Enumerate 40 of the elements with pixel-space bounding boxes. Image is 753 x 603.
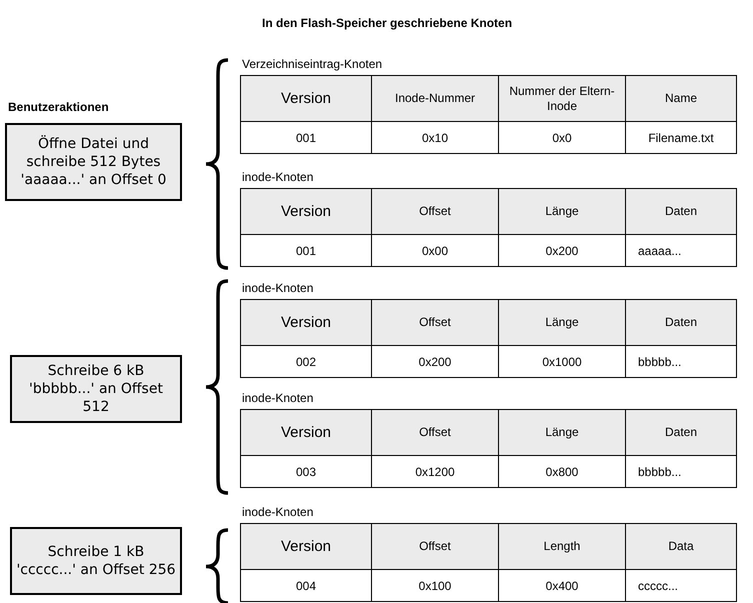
column-header: Inode-Nummer bbox=[371, 75, 499, 122]
table-cell: ccccc... bbox=[625, 569, 737, 602]
column-header: Länge bbox=[498, 299, 626, 346]
column-header: Offset bbox=[371, 188, 499, 235]
column-header: Daten bbox=[625, 409, 737, 456]
table-cell: 001 bbox=[240, 234, 372, 267]
column-header: Length bbox=[498, 523, 626, 570]
action-box: Schreibe 1 kB 'ccccc...' an Offset 256 bbox=[10, 527, 182, 595]
table-cell: bbbbb... bbox=[625, 455, 737, 488]
table-cell: 003 bbox=[240, 455, 372, 488]
title: In den Flash-Speicher geschriebene Knoten bbox=[262, 15, 512, 32]
column-header: Version bbox=[240, 409, 372, 456]
column-header: Name bbox=[625, 75, 737, 122]
column-header: Daten bbox=[625, 299, 737, 346]
column-header: Version bbox=[240, 75, 372, 122]
column-header: Nummer der Eltern-Inode bbox=[498, 75, 626, 122]
action-box: Öffne Datei und schreibe 512 Bytes 'aaaaa...' an Offset 0 bbox=[5, 123, 182, 201]
table-cell: Filename.txt bbox=[625, 121, 737, 154]
table-caption: inode-Knoten bbox=[242, 281, 314, 296]
column-header: Version bbox=[240, 188, 372, 235]
table-cell: 002 bbox=[240, 345, 372, 378]
column-header: Länge bbox=[498, 409, 626, 456]
table-caption: inode-Knoten bbox=[242, 170, 314, 185]
table-caption: inode-Knoten bbox=[242, 505, 314, 520]
column-header: Daten bbox=[625, 188, 737, 235]
column-header: Offset bbox=[371, 299, 499, 346]
table-cell: 001 bbox=[240, 121, 372, 154]
column-header: Offset bbox=[371, 409, 499, 456]
action-box: Schreibe 6 kB 'bbbbb...' an Offset 512 bbox=[10, 355, 182, 423]
column-header: Data bbox=[625, 523, 737, 570]
column-heading: Benutzeraktionen bbox=[8, 99, 109, 116]
table-cell: 004 bbox=[240, 569, 372, 602]
table-caption: inode-Knoten bbox=[242, 391, 314, 406]
column-header: Version bbox=[240, 523, 372, 570]
table-cell: aaaaa... bbox=[625, 234, 737, 267]
column-header: Länge bbox=[498, 188, 626, 235]
column-header: Offset bbox=[371, 523, 499, 570]
table-cell: bbbbb... bbox=[625, 345, 737, 378]
table-caption: Verzeichniseintrag-Knoten bbox=[242, 57, 382, 72]
column-header: Version bbox=[240, 299, 372, 346]
